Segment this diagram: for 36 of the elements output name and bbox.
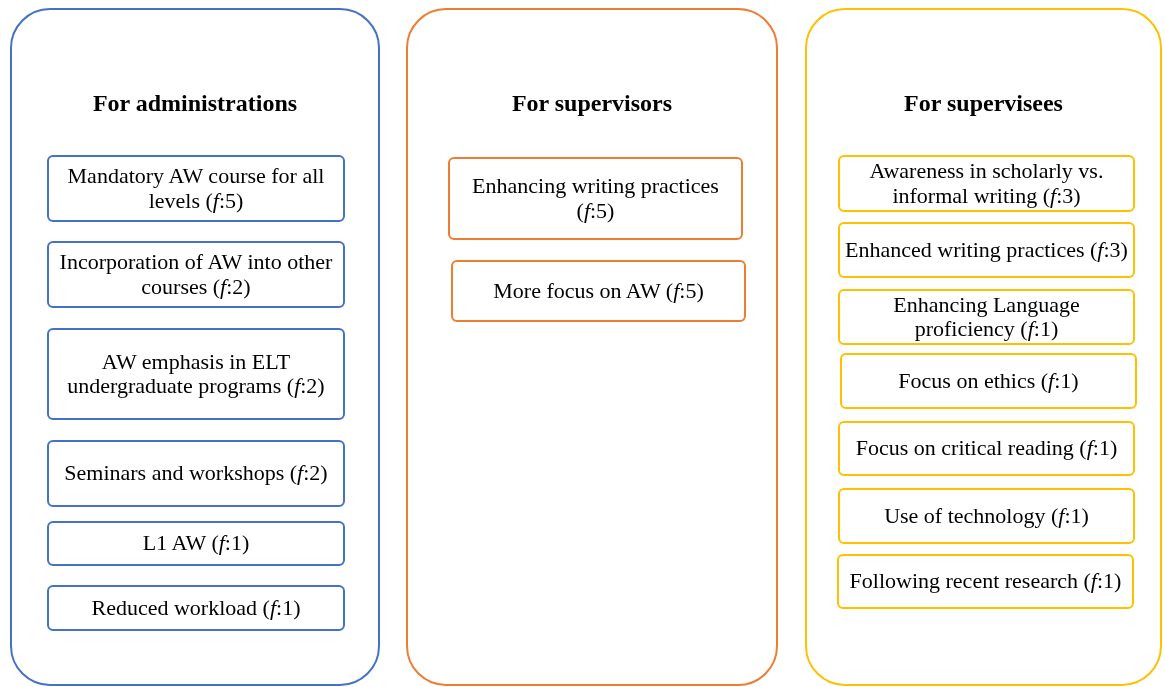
panel-heading: For administrations (91, 90, 299, 117)
category-panel (406, 8, 778, 686)
recommendation-box (838, 421, 1135, 476)
recommendation-box (47, 155, 345, 222)
recommendation-text: Use of technology (f:1) (884, 503, 1089, 529)
panel-heading: For supervisees (903, 90, 1064, 117)
recommendation-box (840, 353, 1137, 409)
recommendation-box (47, 521, 345, 566)
recommendation-text: Seminars and workshops (f:2) (64, 461, 328, 486)
recommendation-text: Incorporation of AW into other courses (f:2) (58, 250, 334, 299)
recommendation-box (47, 328, 345, 420)
recommendation-box (47, 241, 345, 308)
recommendation-box (47, 585, 345, 631)
recommendation-box (448, 157, 743, 240)
recommendation-box (838, 155, 1135, 212)
recommendation-text: Focus on critical reading (f:1) (855, 436, 1118, 461)
recommendation-text: Reduced workload (f:1) (91, 595, 301, 621)
recommendation-text: L1 AW (f:1) (142, 531, 250, 556)
panel-heading: For supervisors (510, 90, 674, 117)
recommendation-box (838, 222, 1135, 278)
recommendation-box (838, 488, 1135, 544)
recommendation-box (451, 260, 746, 322)
recommendation-text: Awareness in scholarly vs. informal writing (f:3) (868, 159, 1105, 208)
recommendation-box (837, 554, 1134, 609)
recommendation-text: Following recent research (f:1) (849, 569, 1122, 594)
category-panel (10, 8, 380, 686)
recommendation-text: AW emphasis in ELT undergraduate programs (f:2) (66, 349, 326, 399)
recommendation-text: Mandatory AW course for all levels (f:5) (66, 164, 326, 213)
category-panel (805, 8, 1162, 686)
recommendation-text: Focus on ethics (f:1) (898, 368, 1079, 394)
recommendation-text: Enhancing Language proficiency (f:1) (892, 292, 1081, 342)
recommendation-text: Enhancing writing practices (f:5) (471, 174, 720, 223)
recommendation-box (47, 440, 345, 507)
recommendation-box (838, 289, 1135, 345)
recommendation-text: Enhanced writing practices (f:3) (845, 237, 1128, 263)
recommendation-text: More focus on AW (f:5) (493, 278, 704, 304)
